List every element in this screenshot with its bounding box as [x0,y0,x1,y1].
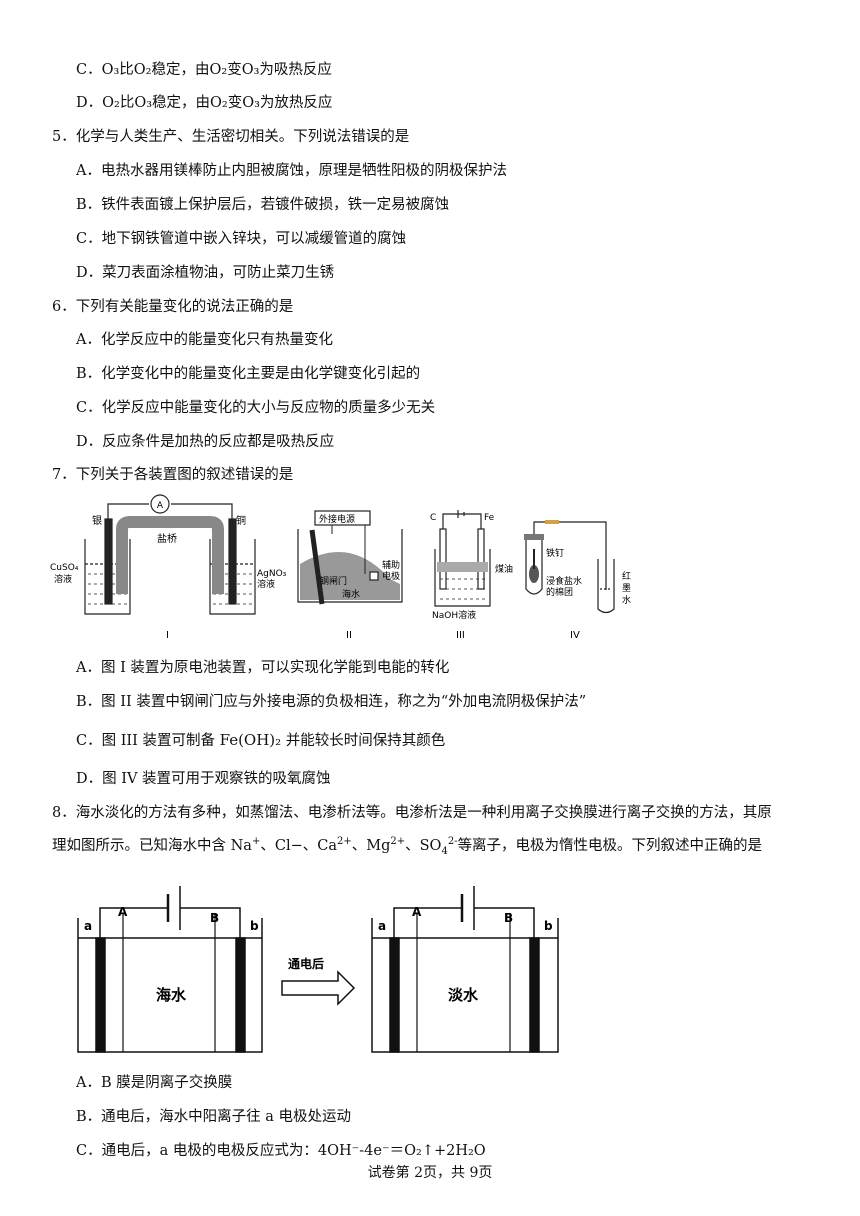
electrode-a-label-2: a [378,919,386,933]
cotton-label-1: 浸食盐水 [546,575,582,587]
q5-option-b: B．铁件表面镀上保护层后，若镀件破损，铁一定易被腐蚀 [76,197,450,213]
figure-iv [524,520,615,614]
after-power-label: 通电后 [288,956,324,971]
q7-stem: 7．下列关于各装置图的叙述错误的是 [52,467,294,483]
iron-label: Fe [484,513,495,523]
aux-electrode-label-2: 电极 [382,570,400,582]
seawater-label-ii: 海水 [342,588,360,600]
gate-label: 钢闸门 [320,575,347,587]
cell-before [77,886,263,1053]
agno3-label: AgNO₃ [257,569,287,579]
membrane-a-label-2: A [412,905,422,919]
q7-option-d: D．图 IV 装置可用于观察铁的吸氧腐蚀 [76,771,331,787]
q6-option-a: A．化学反应中的能量变化只有热量变化 [76,332,333,348]
figure-ii [297,510,403,605]
stem-text-2: 、Cl−、Ca [260,838,337,854]
stem-text-4: 、SO [405,838,442,854]
q4-option-d: D．O₂比O₃稳定，由O₂变O₃为放热反应 [76,95,333,111]
q8-option-c: C．通电后，a 电极的电极反应式为：4OH⁻-4e⁻＝O₂↑+2H₂O [76,1143,486,1159]
electrode-b-label-1: b [250,919,259,933]
aux-electrode-label-1: 辅助 [382,559,400,571]
membrane-a-label-1: A [118,905,128,919]
q6-option-d: D．反应条件是加热的反应都是吸热反应 [76,434,335,450]
naoh-label: NaOH溶液 [432,609,476,621]
membrane-b-label-1: B [210,911,219,925]
figure-iii-label: III [456,630,465,641]
page-footer: 试卷第 2页，共 9页 [367,1165,493,1181]
ink-label-3: 水 [622,594,631,606]
q5-stem: 5．化学与人类生产、生活密切相关。下列说法错误的是 [52,129,410,145]
q6-option-c: C．化学反应中能量变化的大小与反应物的质量多少无关 [76,400,436,416]
copper-label: 铜 [236,515,246,527]
figure-iii [434,510,491,607]
q5-option-c: C．地下钢铁管道中嵌入锌块，可以减缓管道的腐蚀 [76,231,407,247]
ink-label-2: 墨 [622,583,631,594]
q5-option-a: A．电热水器用镁棒防止内胆被腐蚀，原理是牺牲阳极的阴极保护法 [76,163,507,179]
figure-iv-label: IV [570,630,580,641]
fe-oh-2-formula: Fe(OH)₂ [219,731,282,749]
electrode-b-label-2: b [544,919,553,933]
q7-option-b: B．图 II 装置中钢闸门应与外接电源的负极相连，称之为“外加电流阴极保护法” [76,694,587,710]
ink-label-1: 红 [622,570,631,582]
q5-option-d: D．菜刀表面涂植物油，可防止菜刀生锈 [76,265,335,281]
stem-text-5: 等离子，电极为惰性电极。下列叙述中正确的是 [457,838,763,854]
figure-i-label: I [166,630,169,641]
cuso4-solution-label: 溶液 [54,573,72,585]
stem-text-1: 理如图所示。已知海水中含 Na [52,838,252,854]
figure-ii-label: II [346,630,352,641]
q8-stem-line-1: 8．海水淡化的方法有多种，如蒸馏法、电渗析法等。电渗析法是一种利用离子交换膜进行… [52,805,772,821]
silver-label: 银 [92,514,102,527]
electrode-a-label-1: a [84,919,92,933]
q8-option-b: B．通电后，海水中阳离子往 a 电极处运动 [76,1109,352,1125]
q7-option-c-suffix: 并能较长时间保持其颜色 [285,733,446,749]
q7-option-c-prefix: C．图 III 装置可制备 [76,733,215,749]
arrow-icon [281,970,356,1006]
power-supply-label: 外接电源 [319,513,355,525]
q6-option-b: B．化学变化中的能量变化主要是由化学键变化引起的 [76,366,421,382]
ammeter-label: A [157,501,164,511]
q8-option-a: A．B 膜是阴离子交换膜 [76,1075,233,1091]
agno3-solution-label: 溶液 [257,578,275,590]
q7-option-a: A．图 I 装置为原电池装置，可以实现化学能到电能的转化 [76,660,450,676]
carbon-label: C [430,513,436,523]
stem-text-3: 、Mg [351,838,391,854]
iron-nail-label: 铁钉 [546,547,564,559]
seawater-label: 海水 [156,986,187,1004]
q7-option-c: C．图 III 装置可制备 Fe(OH)₂ 并能较长时间保持其颜色 [76,730,445,751]
q7-apparatus-figure: A 银 铜 盐桥 CuSO₄ 溶液 AgNO₃ 溶液 I 外接电源 钢闸门 海水… [50,494,631,641]
figure-i [84,494,256,615]
cuso4-label: CuSO₄ [50,563,79,573]
q6-stem: 6．下列有关能量变化的说法正确的是 [52,299,294,315]
salt-bridge-label: 盐桥 [157,532,177,545]
q8-electrodialysis-figure: a A B b 海水 通电后 a A B b 淡水 [77,886,559,1053]
kerosene-label: 煤油 [495,563,513,575]
membrane-b-label-2: B [504,911,513,925]
cotton-label-2: 的棉团 [546,586,573,598]
q4-option-c: C．O₃比O₂稳定，由O₂变O₃为吸热反应 [76,62,332,78]
q8-stem-line-2: 理如图所示。已知海水中含 Na+、Cl−、Ca2+、Mg2+、SO42-等离子，… [52,836,763,857]
freshwater-label: 淡水 [448,986,479,1004]
cell-after [371,886,559,1053]
